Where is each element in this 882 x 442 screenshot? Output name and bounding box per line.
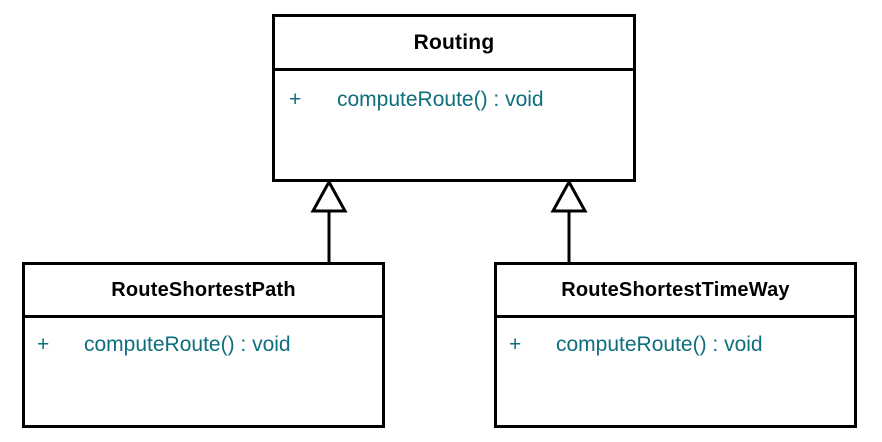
class-box-route-shortest-path[interactable]: RouteShortestPath + computeRoute() : voi… (22, 262, 385, 428)
operation-signature: computeRoute() : void (556, 333, 763, 356)
operations-compartment-route-shortest-path: + computeRoute() : void (25, 318, 382, 425)
operation-row: + computeRoute() : void (275, 88, 633, 112)
operation-row: + computeRoute() : void (497, 333, 854, 357)
class-box-route-shortest-time-way[interactable]: RouteShortestTimeWay + computeRoute() : … (494, 262, 857, 428)
class-name-route-shortest-time-way: RouteShortestTimeWay (497, 265, 854, 318)
class-box-routing[interactable]: Routing + computeRoute() : void (272, 14, 636, 182)
generalization-left-arrowhead (310, 178, 348, 213)
visibility-marker: + (37, 333, 50, 356)
class-name-route-shortest-path: RouteShortestPath (25, 265, 382, 318)
operations-compartment-route-shortest-time-way: + computeRoute() : void (497, 318, 854, 425)
operation-signature: computeRoute() : void (84, 333, 291, 356)
operations-compartment-routing: + computeRoute() : void (275, 71, 633, 179)
visibility-marker: + (509, 333, 522, 356)
operation-row: + computeRoute() : void (25, 333, 382, 357)
operation-signature: computeRoute() : void (337, 88, 544, 111)
visibility-marker: + (289, 88, 302, 111)
class-name-routing: Routing (275, 17, 633, 71)
generalization-right (550, 178, 588, 262)
generalization-left (310, 178, 348, 262)
generalization-right-arrowhead (550, 178, 588, 213)
